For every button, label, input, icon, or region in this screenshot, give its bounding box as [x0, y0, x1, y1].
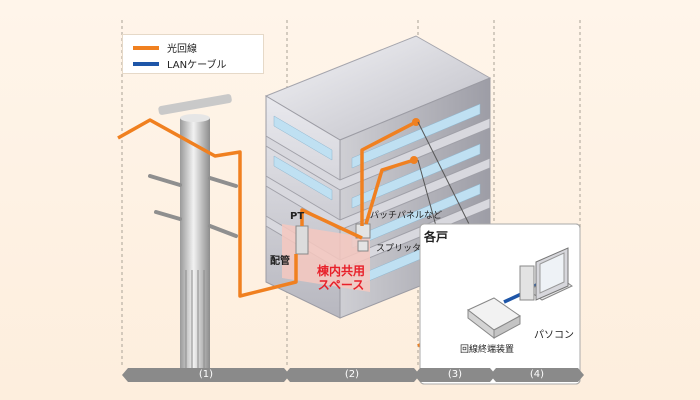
pole-shaft	[180, 118, 210, 368]
shared-space-line1: 棟内共用	[316, 264, 365, 278]
fiber-swatch	[133, 45, 159, 50]
lan-swatch	[133, 61, 159, 66]
each-unit-label: 各戸	[424, 230, 449, 244]
fiber-riser-upper	[360, 120, 417, 226]
section-label-4: (4)	[529, 369, 545, 380]
shared-space-line2: スペース	[317, 278, 365, 292]
callout-lines	[417, 121, 471, 227]
pt-box	[295, 225, 309, 255]
section-label-1: (1)	[198, 369, 214, 380]
pt-label: PT	[290, 211, 305, 222]
legend-fiber: 光回線	[133, 40, 197, 55]
wiring-label: 配管	[270, 256, 290, 267]
patch-panel-label: パッチパネルなど	[370, 211, 443, 221]
pc-device	[519, 247, 573, 301]
pole-steps	[148, 174, 238, 238]
onu-label: 回線終端装置	[460, 345, 515, 355]
fiber-endpoint-upper	[412, 118, 420, 126]
legend-lan-label: LANケーブル	[167, 60, 227, 71]
legend: 光回線 LANケーブル	[122, 34, 264, 74]
pole-base-lines	[185, 270, 205, 368]
splitter-label: スプリッタ	[376, 244, 422, 254]
fiber-pt-to-splitter	[300, 208, 363, 240]
fiber-riser-mid	[364, 158, 415, 225]
apartment-building	[264, 35, 492, 319]
legend-fiber-label: 光回線	[167, 44, 197, 55]
onu-device	[467, 297, 521, 340]
section-bar	[122, 368, 584, 382]
pc-label: パソコン	[534, 330, 574, 341]
splitter-box	[357, 240, 369, 252]
utility-pole	[148, 94, 238, 368]
section-label-2: (2)	[344, 369, 360, 380]
pole-crossarm	[158, 94, 232, 115]
fiber-endpoint-mid	[410, 156, 418, 164]
fiber-pole-to-pt	[117, 118, 298, 298]
building-windows	[273, 103, 481, 289]
legend-lan: LANケーブル	[133, 56, 227, 71]
shared-space-label: 棟内共用 スペース	[306, 264, 376, 292]
section-label-3: (3)	[447, 369, 463, 380]
